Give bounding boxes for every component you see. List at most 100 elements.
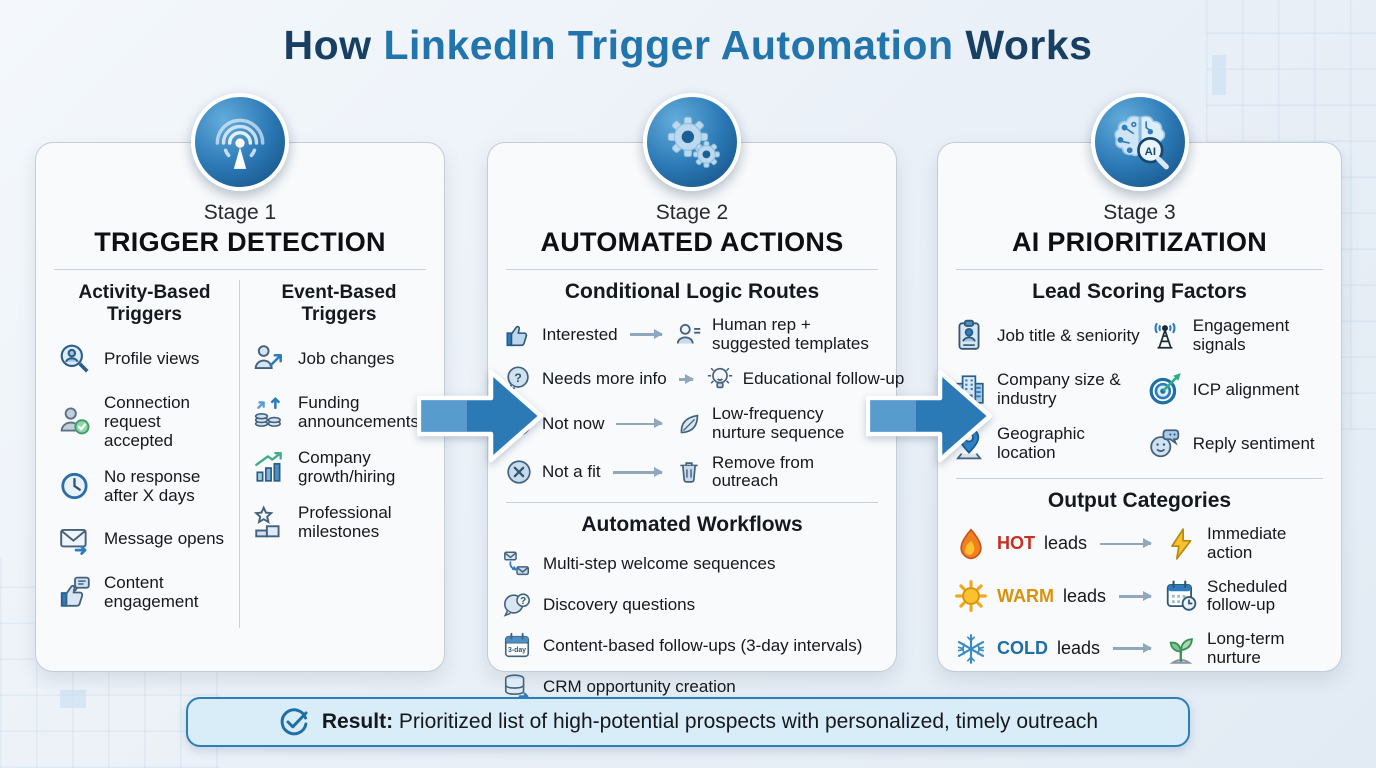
- route-arrow: [629, 329, 664, 339]
- connection-accepted-icon: [60, 407, 90, 435]
- list-item: Reply sentiment: [1148, 424, 1327, 462]
- divider: [506, 502, 878, 504]
- route-arrow: [678, 374, 694, 383]
- divider: [506, 269, 878, 270]
- sprout-icon: [1169, 637, 1193, 664]
- thumbs-up-icon: [506, 325, 528, 346]
- broadcast-icon: [191, 93, 289, 191]
- route-arrow: [612, 467, 664, 476]
- stage3-card: AI Stage 3 AI PRIORITIZATION Lead Scorin…: [937, 93, 1342, 672]
- trash-icon: [680, 462, 698, 484]
- list-item: Message opens: [58, 522, 231, 556]
- item-label: Geographic location: [997, 424, 1085, 463]
- svg-text:AI: AI: [1144, 146, 1155, 158]
- icp-target-icon: [1149, 373, 1181, 405]
- route-interested: Interested Human rep + suggested templat…: [488, 315, 896, 353]
- list-item: Engagement signals: [1148, 316, 1327, 354]
- route-action: Human rep + suggested templates: [712, 315, 869, 353]
- list-item: 3-day Content-based follow-ups (3-day in…: [488, 631, 896, 661]
- clock-icon: [61, 472, 88, 499]
- brain-ai-icon: AI: [1090, 93, 1189, 191]
- stage2-name: AUTOMATED ACTIONS: [540, 227, 844, 257]
- stage1-name: TRIGGER DETECTION: [94, 227, 386, 257]
- item-label: Content-based follow-ups (3-day interval…: [543, 636, 863, 656]
- reply-sentiment-icon: [1150, 429, 1179, 458]
- list-item: Content engagement: [58, 573, 231, 611]
- snowflake-icon: [957, 633, 985, 664]
- output-arrow: [1113, 643, 1152, 652]
- x-circle-icon: [507, 460, 531, 485]
- item-label: CRM opportunity creation: [543, 677, 736, 697]
- milestone-icon: [253, 505, 280, 538]
- output-cold: COLD leads Long-term nurture: [938, 628, 1341, 667]
- output-hot: HOT leads Immediate action: [938, 524, 1341, 562]
- lightning-icon: [1171, 528, 1192, 560]
- divider: [956, 478, 1323, 480]
- stage2-to-stage3-arrow: [866, 369, 993, 463]
- output-arrow: [1119, 591, 1152, 600]
- sun-icon: [955, 580, 987, 613]
- lightbulb-icon: [707, 368, 732, 389]
- route-needs-info: ? Needs more info Educational follow-up: [488, 364, 904, 394]
- funding-icon: [254, 397, 281, 427]
- list-item: Job changes: [252, 342, 426, 376]
- list-item: Profile views: [58, 342, 231, 376]
- route-not-now: Not now Low-frequency nurture sequence: [488, 404, 896, 442]
- event-triggers-heading: Event-Based Triggers: [281, 282, 397, 325]
- route-arrow: [616, 419, 663, 428]
- human-rep-icon: [676, 323, 701, 344]
- output-warm: WARM leads Scheduled follow-up: [938, 577, 1341, 615]
- item-label: Profile views: [104, 349, 200, 369]
- output-action: Immediate action: [1207, 524, 1287, 562]
- scoring-factors-grid: Job title & seniority Engagement signals: [938, 316, 1341, 462]
- route-not-a-fit: Not a fit Remove from outreach: [488, 452, 896, 491]
- stage3-name: AI PRIORITIZATION: [1011, 227, 1268, 257]
- gears-icon: [643, 93, 741, 191]
- lead-temp-rest: leads: [1057, 638, 1101, 659]
- event-triggers-column: Event-Based Triggers Job changes: [240, 280, 434, 628]
- check-circle-icon: [280, 708, 308, 736]
- item-label: Discovery questions: [543, 595, 696, 615]
- stage1-to-stage2-arrow: [417, 369, 544, 463]
- activity-triggers-heading: Activity-Based Triggers: [78, 282, 211, 325]
- list-item: No response after X days: [58, 467, 231, 505]
- pattern-chip: [1212, 55, 1226, 95]
- stage1-label: Stage 1: [203, 201, 277, 224]
- message-open-icon: [60, 528, 87, 555]
- list-item: Connection request accepted: [58, 393, 231, 450]
- list-item: Multi-step welcome sequences: [488, 549, 896, 579]
- conditional-routes-heading: Conditional Logic Routes: [564, 280, 820, 303]
- item-label: Company growth/hiring: [298, 447, 396, 486]
- list-item: Professional milestones: [252, 503, 426, 541]
- engagement-signals-icon: [1154, 322, 1176, 349]
- list-item: Funding announcements: [252, 393, 426, 431]
- stage1-card: Stage 1 TRIGGER DETECTION Activity-Based…: [35, 93, 445, 672]
- lead-temp-word: COLD: [997, 638, 1048, 659]
- stage3-label: Stage 3: [1103, 201, 1176, 224]
- crm-database-icon: [504, 674, 529, 701]
- item-label: Reply sentiment: [1192, 433, 1315, 453]
- route-action: Remove from outreach: [712, 452, 815, 491]
- output-action: Long-term nurture: [1207, 628, 1285, 667]
- item-label: Company size & industry: [997, 370, 1121, 409]
- result-body: Prioritized list of high-potential prosp…: [398, 710, 1099, 733]
- list-item: Job title & seniority: [952, 316, 1144, 354]
- item-label: Professional milestones: [298, 502, 392, 541]
- item-label: Content engagement: [104, 572, 199, 611]
- output-arrow: [1100, 538, 1152, 548]
- lead-temp-word: HOT: [997, 533, 1035, 554]
- item-label: ICP alignment: [1192, 379, 1300, 399]
- item-label: Engagement signals: [1192, 316, 1290, 355]
- item-label: Multi-step welcome sequences: [543, 554, 776, 574]
- svg-text:3-day: 3-day: [508, 647, 526, 654]
- list-item: ICP alignment: [1148, 370, 1327, 408]
- title-part2: Works: [953, 22, 1093, 68]
- svg-text:?: ?: [520, 596, 526, 607]
- route-condition: Not now: [542, 414, 605, 434]
- route-condition: Needs more info: [542, 369, 667, 389]
- lead-temp-rest: leads: [1063, 585, 1107, 606]
- page-title: How LinkedIn Trigger Automation Works: [0, 22, 1376, 69]
- job-title-icon: [958, 319, 980, 350]
- calendar-clock-icon: [1166, 580, 1197, 611]
